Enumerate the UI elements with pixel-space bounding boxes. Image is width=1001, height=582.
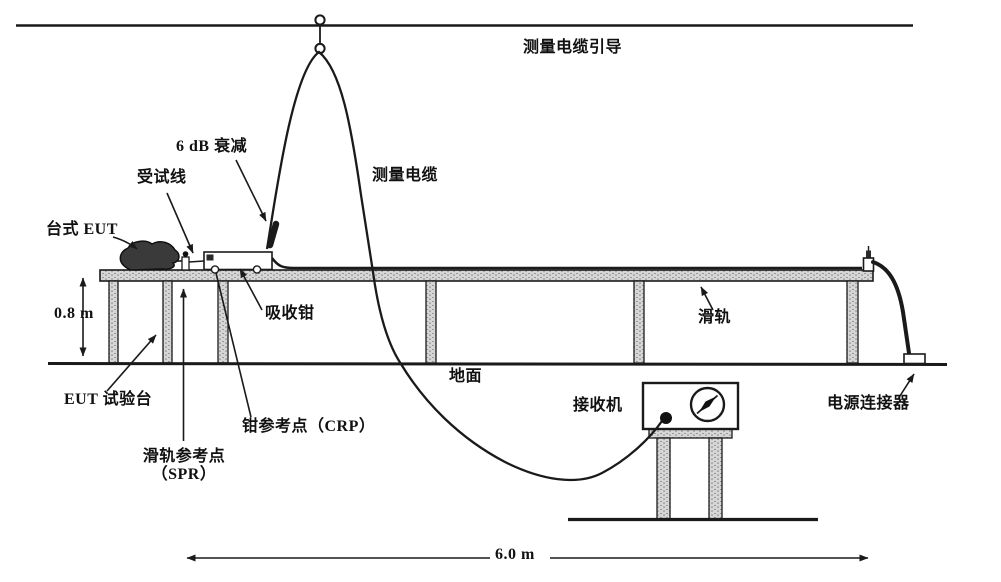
receiver-input-connector bbox=[660, 412, 672, 424]
meter-needle-icon bbox=[699, 396, 716, 412]
label-slide-rail: 滑轨 bbox=[698, 309, 732, 326]
attenuator-segment bbox=[266, 220, 280, 249]
slide-rail-tabletop bbox=[99, 269, 874, 282]
label-measuring-cable: 测量电缆 bbox=[372, 167, 439, 184]
label-power-connector: 电源连接器 bbox=[827, 395, 910, 412]
eut-device bbox=[119, 240, 180, 271]
label-clamp-reference-point: 钳参考点（CRP） bbox=[242, 418, 376, 435]
measurement-cable-line bbox=[265, 50, 663, 482]
cable-guide-pulley-icon bbox=[314, 14, 326, 55]
label-rail-reference-point-line2: （SPR） bbox=[151, 466, 217, 484]
label-eut-test-table: EUT 试验台 bbox=[64, 391, 153, 408]
label-attenuator: 6 dB 衰减 bbox=[176, 138, 248, 155]
absorbing-clamp-body bbox=[203, 251, 273, 274]
label-tabletop-eut: 台式 EUT bbox=[46, 221, 118, 238]
receiver-stand bbox=[568, 428, 818, 522]
label-cable-guide: 测量电缆引导 bbox=[523, 39, 623, 56]
label-rail-length: 6.0 m bbox=[495, 546, 535, 563]
label-line-under-test: 受试线 bbox=[137, 169, 187, 186]
label-ground: 地面 bbox=[449, 368, 483, 385]
power-connector-post bbox=[862, 246, 875, 272]
lead-terminal-post bbox=[176, 251, 205, 271]
ground-line bbox=[47, 362, 948, 366]
label-rail-reference-point-line1: 滑轨参考点 bbox=[142, 448, 226, 465]
power-cable bbox=[871, 260, 911, 355]
power-connector-box bbox=[903, 353, 926, 365]
lead-under-test-wire bbox=[270, 257, 862, 270]
label-absorbing-clamp: 吸收钳 bbox=[265, 305, 315, 322]
leader-arrows bbox=[106, 159, 915, 441]
label-table-height: 0.8 m bbox=[54, 305, 94, 322]
table-legs bbox=[108, 280, 859, 364]
label-rail-reference-point: 滑轨参考点 （SPR） bbox=[136, 448, 232, 485]
receiver-box bbox=[641, 381, 740, 431]
label-receiver: 接收机 bbox=[573, 397, 623, 414]
